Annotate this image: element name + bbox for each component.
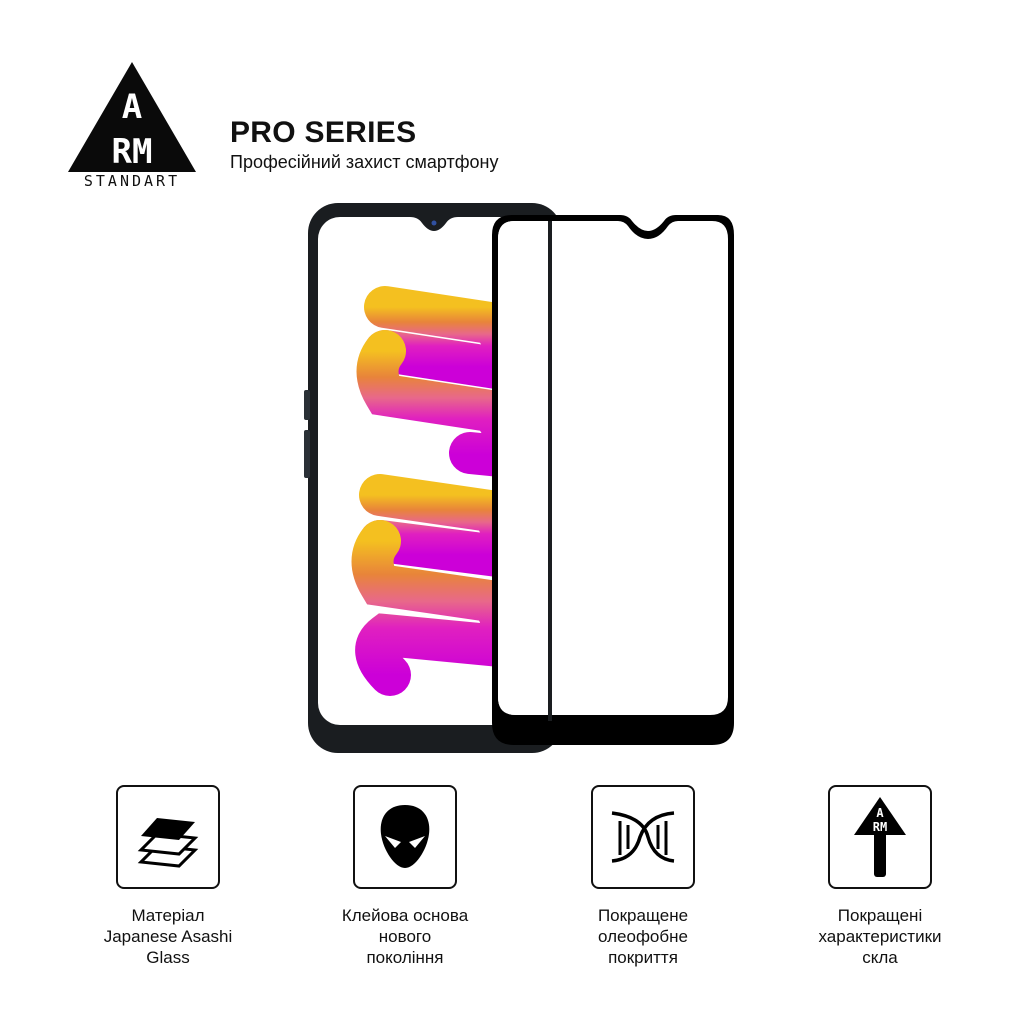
feature-material: Матеріал Japanese Asashi Glass xyxy=(68,785,268,968)
feature-label: Покращене олеофобне покриття xyxy=(597,906,689,967)
svg-text:RM: RM xyxy=(112,132,153,172)
feature-icon-box: A RM xyxy=(828,785,932,889)
product-illustration xyxy=(290,195,750,765)
feature-characteristics: A RM Покращені характеристики скла xyxy=(780,785,980,968)
dna-icon xyxy=(611,811,675,863)
svg-text:A: A xyxy=(122,87,142,127)
page-title: PRO SERIES xyxy=(230,116,417,149)
svg-text:RM: RM xyxy=(873,820,887,834)
feature-adhesive: Клейова основа нового покоління xyxy=(305,785,505,968)
arm-triangle-icon: A RM xyxy=(68,62,196,172)
feature-icon-box xyxy=(353,785,457,889)
brand-logo: A RM xyxy=(66,60,198,190)
feature-label: Матеріал Japanese Asashi Glass xyxy=(103,906,233,967)
svg-text:A: A xyxy=(876,806,884,820)
feature-label: Покращені характеристики скла xyxy=(818,906,942,967)
mask-icon xyxy=(380,805,430,868)
brand-wordmark: STANDART xyxy=(83,172,181,190)
feature-label: Клейова основа нового покоління xyxy=(341,906,469,967)
feature-icon-box xyxy=(116,785,220,889)
arm-arrow-icon: A RM xyxy=(854,797,906,877)
layers-icon xyxy=(137,818,199,868)
feature-icon-box xyxy=(591,785,695,889)
page-subtitle: Професійний захист смартфону xyxy=(230,152,499,172)
feature-oleophobic: Покращене олеофобне покриття xyxy=(543,785,743,968)
